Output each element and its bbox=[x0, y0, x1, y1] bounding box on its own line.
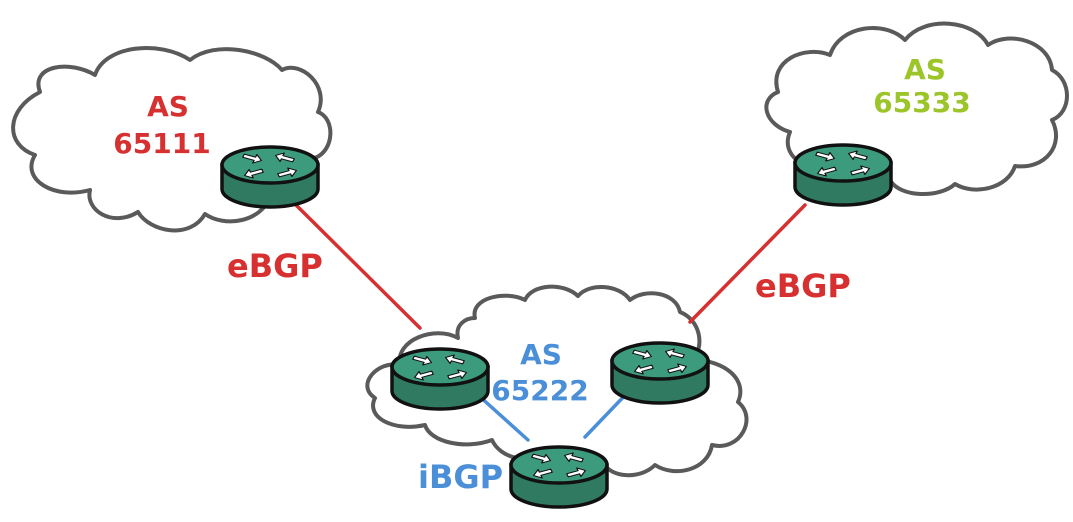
router-top bbox=[390, 347, 490, 387]
router-arrow-icon bbox=[444, 354, 465, 365]
router-arrow-icon bbox=[274, 152, 295, 163]
ibgp-link-left bbox=[476, 393, 530, 442]
router-top bbox=[220, 145, 320, 185]
as65111-label-line1: AS bbox=[147, 90, 189, 123]
router-arrow-icon bbox=[633, 364, 654, 375]
router-as65222-left-icon bbox=[390, 347, 490, 411]
router-top bbox=[793, 143, 893, 183]
router-arrow-icon bbox=[242, 153, 263, 164]
router-as65222-bottom-icon bbox=[509, 445, 609, 509]
router-arrow-icon bbox=[850, 165, 871, 176]
router-arrow-icon bbox=[847, 150, 868, 161]
router-arrow-icon bbox=[664, 348, 685, 359]
router-top bbox=[509, 445, 609, 485]
router-arrow-icon bbox=[815, 151, 836, 162]
router-top bbox=[610, 341, 710, 381]
ebgp-link-left bbox=[293, 202, 422, 330]
as65222-label-line1: AS bbox=[520, 338, 562, 371]
router-as65111-icon bbox=[220, 145, 320, 209]
ebgp-label-left: eBGP bbox=[227, 247, 323, 285]
ebgp-label-right: eBGP bbox=[755, 267, 851, 305]
router-arrow-icon bbox=[413, 370, 434, 381]
router-arrow-icon bbox=[447, 369, 468, 380]
router-arrow-icon bbox=[243, 168, 264, 179]
router-arrow-icon bbox=[563, 452, 584, 463]
as65111-label-line2: 65111 bbox=[113, 127, 210, 160]
ebgp-link-right bbox=[688, 203, 807, 324]
as65333-label-line1: AS bbox=[904, 53, 946, 86]
router-arrow-icon bbox=[531, 453, 552, 464]
router-arrow-icon bbox=[667, 363, 688, 374]
router-arrow-icon bbox=[412, 355, 433, 366]
router-arrow-icon bbox=[632, 349, 653, 360]
ibgp-label: iBGP bbox=[418, 458, 503, 496]
router-arrow-icon bbox=[277, 167, 298, 178]
as65333-label-line2: 65333 bbox=[873, 86, 970, 119]
router-arrow-icon bbox=[532, 468, 553, 479]
router-arrow-icon bbox=[816, 166, 837, 177]
router-arrow-icon bbox=[566, 467, 587, 478]
as65222-label-line2: 65222 bbox=[491, 374, 588, 407]
cloud-as65222 bbox=[365, 284, 749, 478]
router-as65333-icon bbox=[793, 143, 893, 207]
router-as65222-right-icon bbox=[610, 341, 710, 405]
